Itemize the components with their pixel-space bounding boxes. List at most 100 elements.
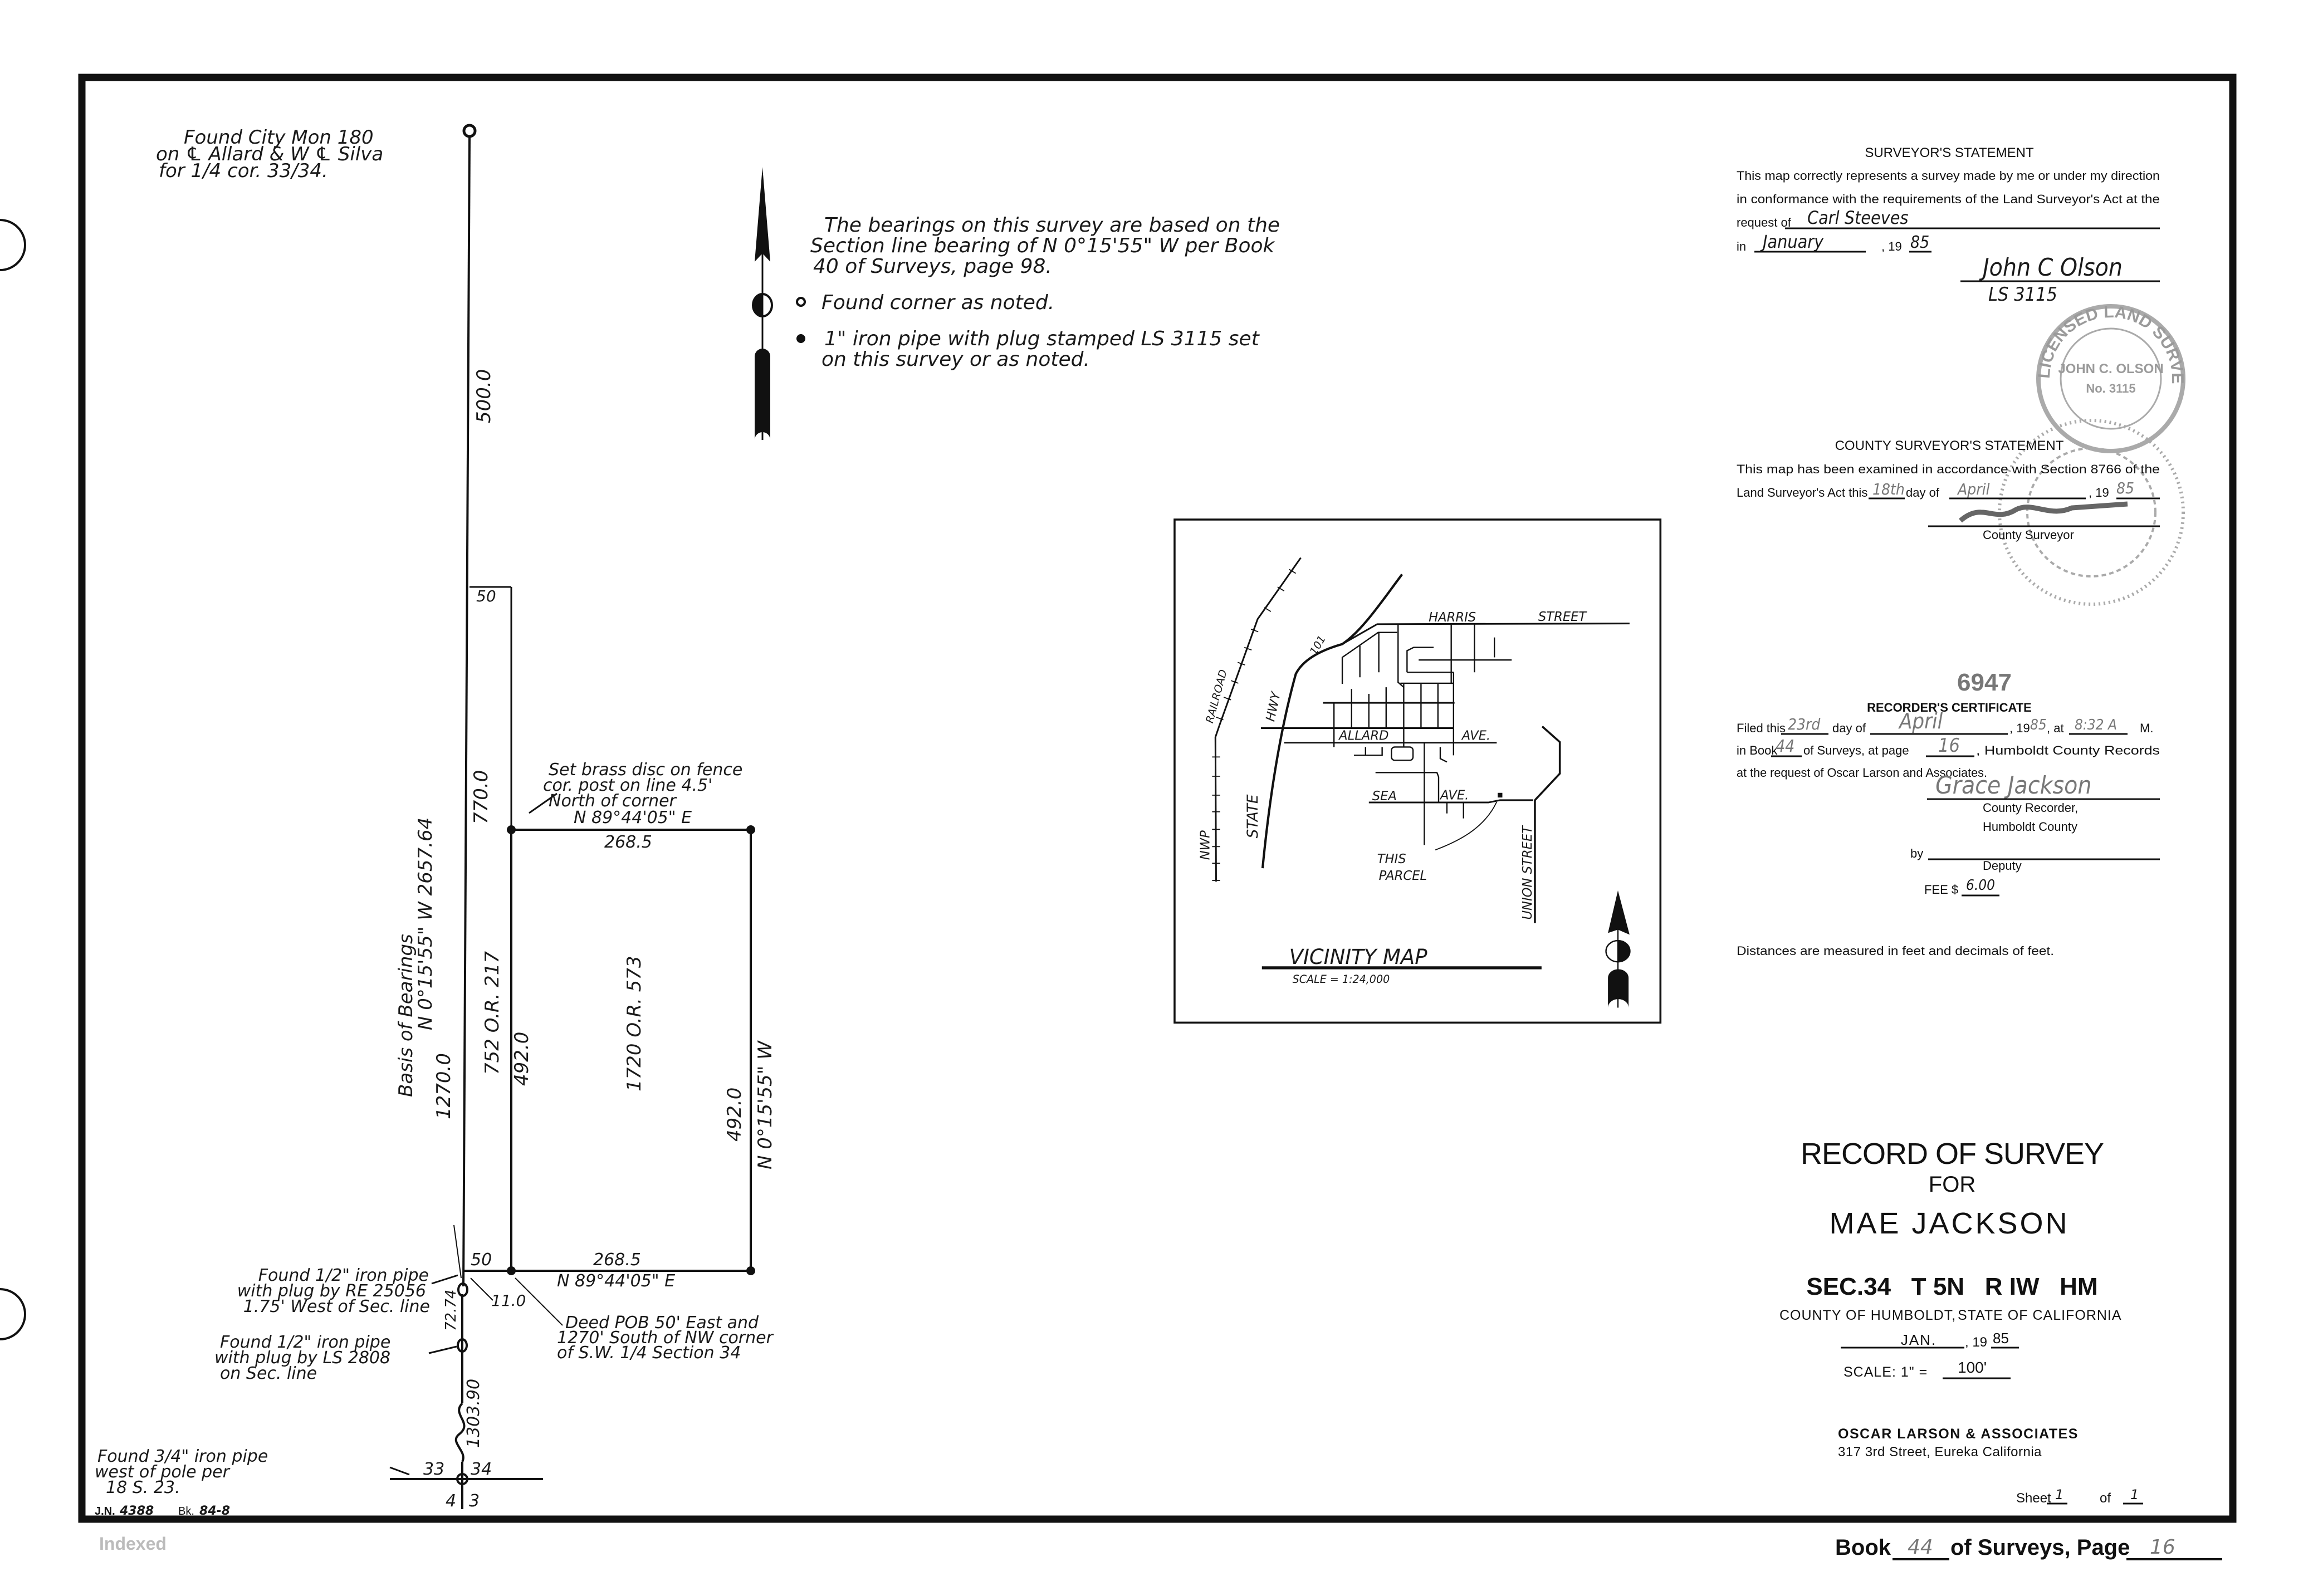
deed-reference: 1720 O.R. 573 <box>623 956 646 1091</box>
year-value: 85 <box>1910 233 1929 252</box>
indexed-stamp: Indexed <box>99 1534 167 1554</box>
statement-text: , 19 <box>2089 486 2109 500</box>
bearing-note: The bearings on this survey are based on… <box>824 214 1280 237</box>
map-label-street: STREET <box>1538 610 1588 624</box>
state-name: STATE OF CALIFORNIA <box>1958 1308 2122 1323</box>
railroad-ticks <box>1212 569 1297 882</box>
statement-text: Land Surveyor's Act this <box>1737 486 1867 500</box>
note-line: for 1/4 cor. 33/34. <box>159 160 328 182</box>
title-month: JAN. <box>1901 1331 1937 1348</box>
pipe-note: Found 3/4" iron pipe <box>97 1447 268 1466</box>
distance-label: 50 <box>476 587 496 605</box>
fee-label: FEE $ <box>1924 883 1958 897</box>
basis-of-bearings-label: Basis of Bearings <box>395 934 417 1097</box>
bearing-label: N 0°15'55" W 2657.64 <box>414 817 437 1030</box>
leader-arrow <box>431 1274 458 1285</box>
legend-iron-pipe: 1" iron pipe with plug stamped LS 3115 s… <box>824 327 1260 350</box>
set-pipe-marker <box>746 1266 755 1275</box>
leader-arrow <box>515 1277 563 1326</box>
seal-name: JOHN C. OLSON <box>2058 361 2163 376</box>
deed-pob-note: of S.W. 1/4 Section 34 <box>557 1343 741 1363</box>
leader-arrow <box>389 1466 410 1476</box>
footer-book-value: 44 <box>1908 1536 1933 1559</box>
map-label-nwp: NWP <box>1199 830 1213 860</box>
distance-label: 72.74 <box>443 1290 459 1331</box>
leader-arrow <box>453 1225 462 1279</box>
day-value: 23rd <box>1788 715 1821 733</box>
bearing-label: N 89°44'05" E <box>574 808 692 828</box>
month-value: April <box>1898 709 1943 733</box>
pipe-note: 18 S. 23. <box>106 1478 180 1497</box>
book-ref-label: Bk. <box>178 1505 194 1517</box>
document-number: 6947 <box>1957 669 2012 696</box>
map-label-parcel: PARCEL <box>1379 869 1427 883</box>
year-value: 85 <box>2116 479 2134 497</box>
leader-arrow <box>529 792 558 814</box>
note-line: Found City Mon 180 <box>184 126 374 149</box>
map-label-state: STATE <box>1245 794 1261 838</box>
month-value: January <box>1760 231 1824 252</box>
county-surveyors-statement: COUNTY SURVEYOR'S STATEMENT This map has… <box>1737 438 2160 542</box>
sea-avenue-line <box>1368 799 1533 804</box>
section-township-range: SEC.34 T 5N R IW HM <box>1806 1273 2097 1300</box>
leader-arrow <box>470 1277 493 1301</box>
statement-text: , 19 <box>1881 239 1902 253</box>
map-label-ave: AVE. <box>1461 728 1490 743</box>
deed-reference: 752 O.R. 217 <box>481 951 503 1075</box>
set-pipe-marker <box>746 825 755 834</box>
found-pipe-marker <box>457 1338 468 1353</box>
footer-page-value: 16 <box>2150 1536 2175 1559</box>
section-title: RECORDER'S CERTIFICATE <box>1867 701 2032 714</box>
statement-text: day of <box>1906 486 1940 500</box>
harris-street-line <box>1342 623 1630 645</box>
pipe-note: with plug by RE 25056 <box>237 1281 426 1301</box>
brass-disc-note: Set brass disc on fence <box>549 760 742 780</box>
surveyors-statement: SURVEYOR'S STATEMENT This map correctly … <box>1737 145 2160 306</box>
book-value: 44 <box>1776 737 1794 756</box>
set-pipe-marker <box>507 825 516 834</box>
distance-label: 268.5 <box>604 833 652 852</box>
bearing-label: N 89°44'05" E <box>557 1271 675 1291</box>
distance-label: 50 <box>471 1250 492 1270</box>
leader-arrow <box>428 1345 457 1354</box>
bearing-note: Section line bearing of N 0°15'55" W per… <box>810 234 1276 257</box>
section-title: COUNTY SURVEYOR'S STATEMENT <box>1835 438 2064 453</box>
statement-text: This map has been examined in accordance… <box>1737 462 2160 476</box>
sheet-number: 1 <box>2055 1487 2063 1502</box>
fee-value: 6.00 <box>1966 877 1995 894</box>
pipe-note: Found 1/2" iron pipe <box>258 1266 429 1285</box>
statement-text: in conformance with the requirements of … <box>1737 192 2160 206</box>
statement-text: , 19 <box>2009 721 2030 735</box>
surveyor-signature: John C Olson <box>1979 253 2123 282</box>
job-number-label: J.N. <box>95 1505 115 1517</box>
footer-book-label: Book <box>1835 1535 1891 1560</box>
map-label-sea: SEA <box>1372 789 1397 804</box>
railroad-line <box>1214 557 1302 882</box>
legend-iron-pipe: on this survey or as noted. <box>821 348 1090 371</box>
firm-address: 317 3rd Street, Eureka California <box>1838 1445 2042 1460</box>
section-title: SURVEYOR'S STATEMENT <box>1865 145 2034 160</box>
signature-label: Deputy <box>1983 859 2022 873</box>
brass-disc-note: North of corner <box>549 791 677 811</box>
statement-text: at the request of Oscar Larson and Assoc… <box>1737 766 1987 780</box>
map-label-allard: ALLARD <box>1338 728 1388 743</box>
title-year-prefix: , 19 <box>1965 1335 1987 1350</box>
parcel-pointer-arrow <box>1435 801 1498 851</box>
footer-book-page: Book 44 of Surveys, Page 16 <box>1835 1535 2222 1560</box>
sheet-label: Sheet <box>2016 1491 2051 1506</box>
statement-text: request of <box>1737 216 1792 229</box>
section-number: 4 <box>446 1491 456 1511</box>
sheet-border <box>78 74 2237 1523</box>
section-number: 33 <box>423 1460 444 1479</box>
bearing-note: 40 of Surveys, page 98. <box>813 255 1052 278</box>
found-pipe-marker <box>457 1282 468 1297</box>
job-number: 4388 <box>119 1504 154 1518</box>
section-number: 3 <box>469 1491 480 1511</box>
bearing-label: N 0°15'55" W <box>754 1040 776 1169</box>
surveyor-license: LS 3115 <box>1988 283 2057 306</box>
pipe-note: 1.75' West of Sec. line <box>243 1297 430 1316</box>
distance-label: 492.0 <box>511 1032 533 1086</box>
section-line <box>462 136 471 1287</box>
parcel-boundary <box>510 829 752 1272</box>
county-surveyor-signature <box>1959 501 2128 523</box>
